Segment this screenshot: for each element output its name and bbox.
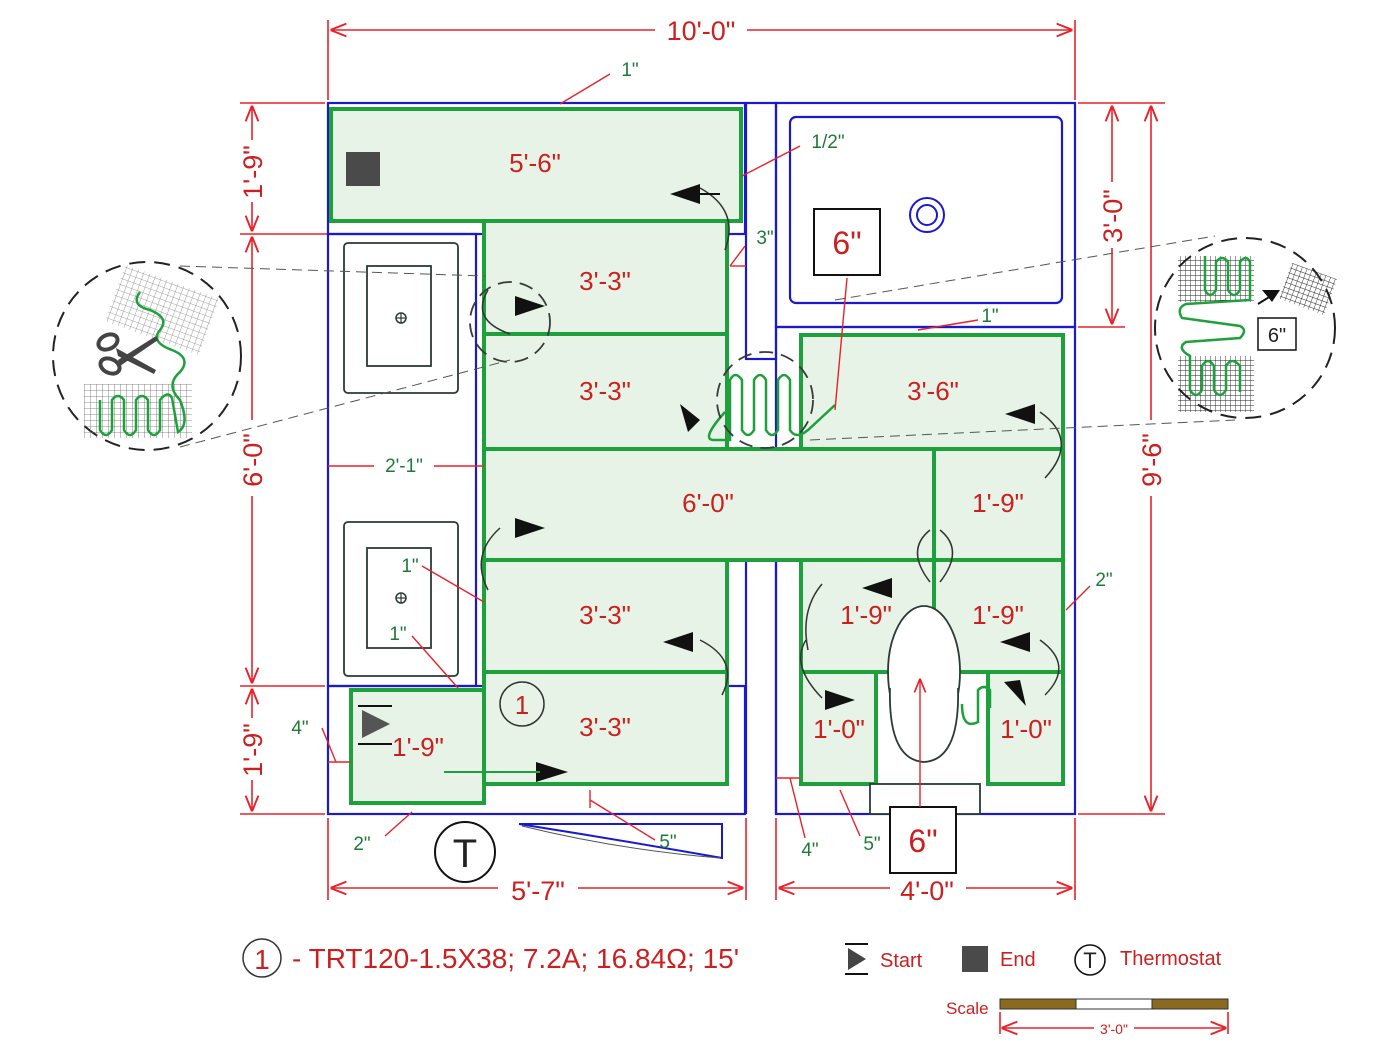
scale-bar: Scale 3'-0"	[946, 998, 1229, 1037]
mat-1-0-b	[986, 670, 1065, 786]
mat-label: 1'-9"	[840, 600, 892, 630]
mat-label: 3'-3"	[579, 600, 631, 630]
legend-thermostat-icon	[1074, 944, 1106, 976]
legend-start-icon	[845, 943, 868, 975]
svg-text:T: T	[453, 832, 477, 876]
mat-5-6	[329, 107, 743, 223]
legend-thermostat-label: Thermostat	[1120, 948, 1222, 970]
mat-label: 5'-6"	[509, 148, 561, 178]
mat-label: 3'-3"	[579, 266, 631, 296]
svg-text:5": 5"	[659, 832, 676, 853]
turn-arcs	[469, 187, 1062, 699]
legend-start-label: Start	[880, 950, 923, 972]
dim-right-top: 3'-0"	[1098, 189, 1128, 243]
scale-label: Scale	[946, 999, 989, 1018]
mat-3-3-d	[482, 670, 729, 786]
direction-arrows	[444, 184, 1035, 782]
end-marker	[346, 152, 380, 186]
six-inch-box-toilet: 6"	[889, 680, 957, 874]
svg-text:6": 6"	[1268, 325, 1286, 347]
svg-text:1/2": 1/2"	[811, 132, 844, 153]
legend-circuit-number: 1	[254, 944, 270, 975]
dim-bottom-right: 4'-0"	[900, 876, 954, 906]
mat-3-3-c	[482, 558, 729, 674]
svg-text:6": 6"	[832, 225, 861, 261]
room-walls	[326, 101, 1077, 816]
six-inch-box-tub: 6"	[813, 208, 881, 411]
mat-label: 3'-3"	[579, 712, 631, 742]
vanity-sink-bottom	[343, 521, 459, 677]
svg-text:1": 1"	[981, 306, 998, 327]
mat-label: 1'-9"	[392, 732, 444, 762]
dim-overall-height: 9'-6"	[1137, 433, 1167, 487]
scale-length: 3'-0"	[1100, 1021, 1128, 1037]
gap-annotations: 1" 1/2" 3" 1" 2'-1" 1" 1" 2" 4" 2" 5" 4"…	[291, 60, 1112, 861]
mat-3-3-b	[482, 332, 729, 451]
cut-detail-callout	[52, 261, 511, 451]
svg-text:4": 4"	[801, 840, 818, 861]
toilet	[869, 605, 981, 815]
legend-circuit-spec: - TRT120-1.5X38; 7.2A; 16.84Ω; 15'	[292, 943, 739, 974]
thermostat-icon	[434, 821, 496, 883]
svg-text:6": 6"	[908, 823, 937, 859]
dim-left-middle: 6'-0"	[238, 433, 268, 487]
mat-1-9-d	[349, 688, 486, 805]
start-marker	[358, 705, 392, 745]
mat-label: 1'-9"	[972, 600, 1024, 630]
svg-text:2": 2"	[1095, 570, 1112, 591]
dim-left-top: 1'-9"	[238, 145, 268, 199]
scissors-icon	[96, 332, 158, 376]
svg-text:4": 4"	[291, 718, 308, 739]
vanity-sink-top	[343, 242, 459, 394]
legend: 1 - TRT120-1.5X38; 7.2A; 16.84Ω; 15' Sta…	[242, 938, 1222, 978]
mat-label: 6'-0"	[682, 488, 734, 518]
mat-1-0-a	[799, 670, 878, 786]
dim-bottom-left: 5'-7"	[511, 876, 565, 906]
dim-overall-width: 10'-0"	[667, 16, 736, 46]
mat-label: 1'-9"	[972, 488, 1024, 518]
svg-text:5": 5"	[863, 834, 880, 855]
svg-text:3": 3"	[756, 228, 773, 249]
mat-label: 1'-0"	[813, 714, 865, 744]
heating-mats	[329, 107, 1065, 805]
circuit-number: 1	[515, 690, 529, 720]
svg-text:1": 1"	[401, 556, 418, 577]
mat-label: 3'-6"	[907, 376, 959, 406]
turn-detail-callout: 6"	[809, 235, 1338, 441]
svg-text:T: T	[1083, 948, 1096, 973]
mat-label: 1'-0"	[1000, 714, 1052, 744]
legend-end-icon	[962, 946, 988, 972]
svg-text:1": 1"	[621, 60, 638, 81]
svg-text:1": 1"	[389, 624, 406, 645]
tub-drain-icon	[909, 197, 945, 233]
mat-1-9-a	[932, 447, 1065, 562]
mat-3-3-a	[482, 219, 729, 336]
svg-text:2": 2"	[353, 834, 370, 855]
mat-label: 3'-3"	[579, 376, 631, 406]
svg-text:2'-1": 2'-1"	[385, 456, 423, 477]
legend-end-label: End	[1000, 949, 1036, 971]
dim-left-bottom: 1'-9"	[238, 723, 268, 777]
